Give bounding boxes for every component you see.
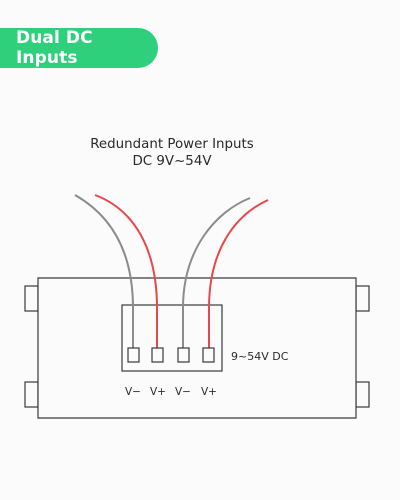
caption-voltage-range: DC 9V~54V: [132, 154, 212, 169]
pin-label-3: V−: [175, 386, 191, 398]
pin-label-4: V+: [201, 386, 217, 398]
pin-label-1: V−: [125, 386, 141, 398]
terminal-pin-4: [202, 347, 215, 363]
caption-title: Redundant Power Inputs: [90, 137, 254, 152]
terminal-pin-2: [151, 347, 164, 363]
mount-bracket-bottom-right: [355, 381, 370, 408]
wire-negative-2: [182, 197, 251, 352]
mount-bracket-top-right: [355, 285, 370, 312]
feature-badge: Dual DC Inputs: [0, 28, 158, 68]
pin-label-2: V+: [150, 386, 166, 398]
wire-positive-2: [208, 199, 269, 352]
terminal-voltage-label: 9~54V DC: [231, 350, 289, 363]
mount-bracket-top-left: [24, 285, 39, 312]
terminal-pin-1: [127, 347, 140, 363]
wire-positive-1: [94, 194, 158, 352]
wire-negative-1: [74, 194, 134, 352]
terminal-pin-3: [177, 347, 190, 363]
mount-bracket-bottom-left: [24, 381, 39, 408]
